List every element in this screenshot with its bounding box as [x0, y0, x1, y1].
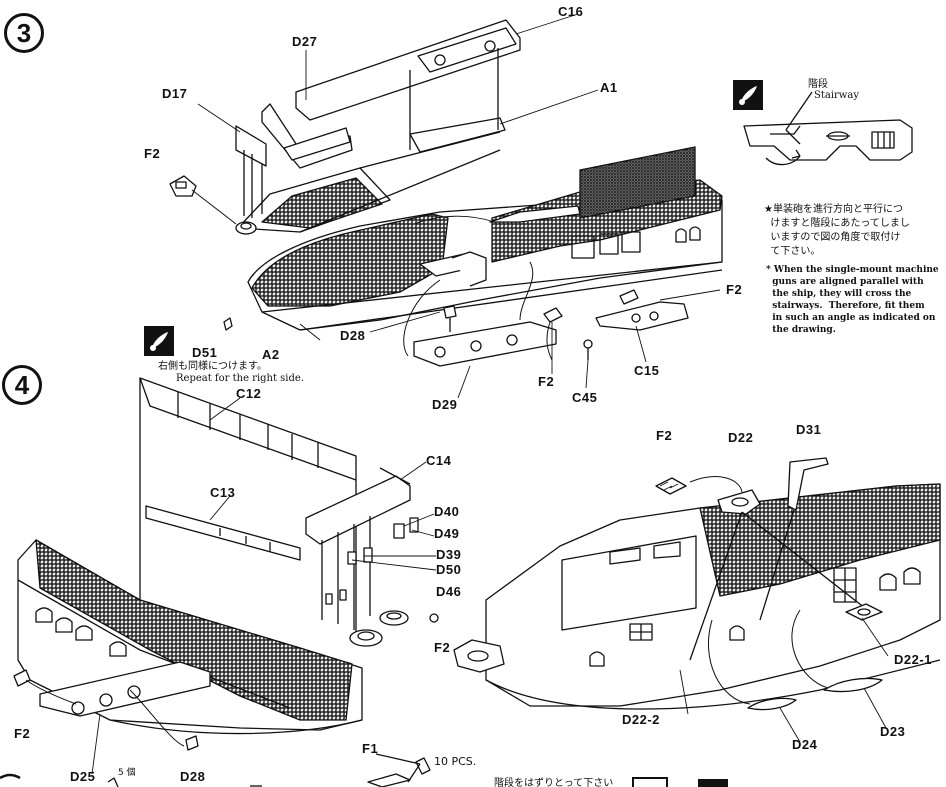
part-D29	[403, 261, 557, 367]
gun-tubs	[349, 610, 439, 647]
label-D25: D25	[70, 769, 96, 784]
label-D28: D28	[340, 328, 366, 343]
label-C14: C14	[426, 453, 452, 468]
label-A1: A1	[600, 80, 618, 95]
count-ten-pieces: 10 PCS.	[434, 755, 477, 768]
label-D40: D40	[434, 504, 460, 519]
part-F2-step3-left	[169, 175, 237, 225]
label-D23: D23	[880, 724, 906, 739]
leader-lines-step4	[91, 397, 889, 775]
step5-preview	[0, 753, 431, 787]
label-F2: F2	[538, 374, 555, 389]
label-D31: D31	[796, 422, 822, 437]
label-D51: D51	[192, 345, 218, 360]
part-C45	[583, 339, 593, 360]
part-D27	[261, 103, 353, 169]
bow-hull-upper	[247, 146, 723, 331]
part-C15	[595, 289, 689, 331]
label-D22: D22	[728, 430, 754, 445]
part-D22	[689, 476, 871, 661]
instruction-note-jp: ★単装砲を進行方向と平行につ けますと階段にあたってしまし いますので図の角度で…	[764, 204, 910, 257]
part-D22-1	[845, 603, 883, 621]
label-D50: D50	[436, 562, 462, 577]
label-C16: C16	[558, 4, 584, 19]
part-F2-step4-right	[655, 477, 687, 495]
remove-stair-note-jp: 階段をはずりとって下さい	[494, 778, 614, 787]
label-D46: D46	[436, 584, 462, 599]
step-number-4: 4	[2, 365, 42, 405]
repeat-note-en: Repeat for the right side.	[176, 373, 305, 384]
hull-right-section	[453, 483, 941, 710]
label-C45: C45	[572, 390, 598, 405]
instruction-note-en: * When the single-mount machine guns are…	[766, 265, 939, 335]
repeat-note-jp: 右側も同様につけます。	[158, 361, 267, 372]
upper-deck-A1	[237, 117, 506, 233]
stairway-detail-inset	[743, 91, 913, 166]
part-D28-step3	[443, 305, 457, 332]
part-C16	[295, 19, 521, 150]
label-D17: D17	[162, 86, 188, 101]
label-D49: D49	[434, 526, 460, 541]
part-C14-frame	[305, 467, 411, 630]
label-F2: F2	[726, 282, 743, 297]
part-C13-rail	[145, 505, 301, 561]
label-D22-1: D22-1	[894, 652, 932, 667]
label-F2: F2	[656, 428, 673, 443]
label-F2: F2	[14, 726, 31, 741]
label-D28: D28	[180, 769, 206, 784]
stairway-label-jp: 階段	[808, 79, 828, 90]
label-C12: C12	[236, 386, 262, 401]
part-D25	[13, 661, 211, 751]
part-D17	[235, 125, 267, 235]
part-F2-step3-center	[543, 307, 563, 361]
label-C13: C13	[210, 485, 236, 500]
part-D31	[759, 457, 829, 621]
step-number-3: 3	[4, 13, 44, 53]
label-F2: F2	[434, 640, 451, 655]
leader-lines-step3	[197, 13, 721, 399]
count-five-pieces: 5 個	[118, 768, 136, 778]
label-D22-2: D22-2	[622, 712, 660, 727]
label-D27: D27	[292, 34, 318, 49]
label-F1: F1	[362, 741, 379, 756]
label-D39: D39	[436, 547, 462, 562]
paint-brush-icon	[144, 326, 174, 356]
lifeboats	[707, 609, 883, 711]
label-D29: D29	[432, 397, 458, 412]
paint-swatch-black-icon	[698, 779, 728, 787]
label-C15: C15	[634, 363, 660, 378]
label-F2: F2	[144, 146, 161, 161]
label-D24: D24	[792, 737, 818, 752]
stairway-label-en: Stairway	[814, 90, 859, 101]
paint-brush-icon	[733, 80, 763, 110]
part-D51	[223, 317, 233, 331]
paint-swatch-white-icon	[632, 777, 668, 787]
bridge-and-stair-parts	[419, 205, 581, 287]
label-A2: A2	[262, 347, 280, 362]
small-parts-D39-D50	[325, 517, 419, 605]
